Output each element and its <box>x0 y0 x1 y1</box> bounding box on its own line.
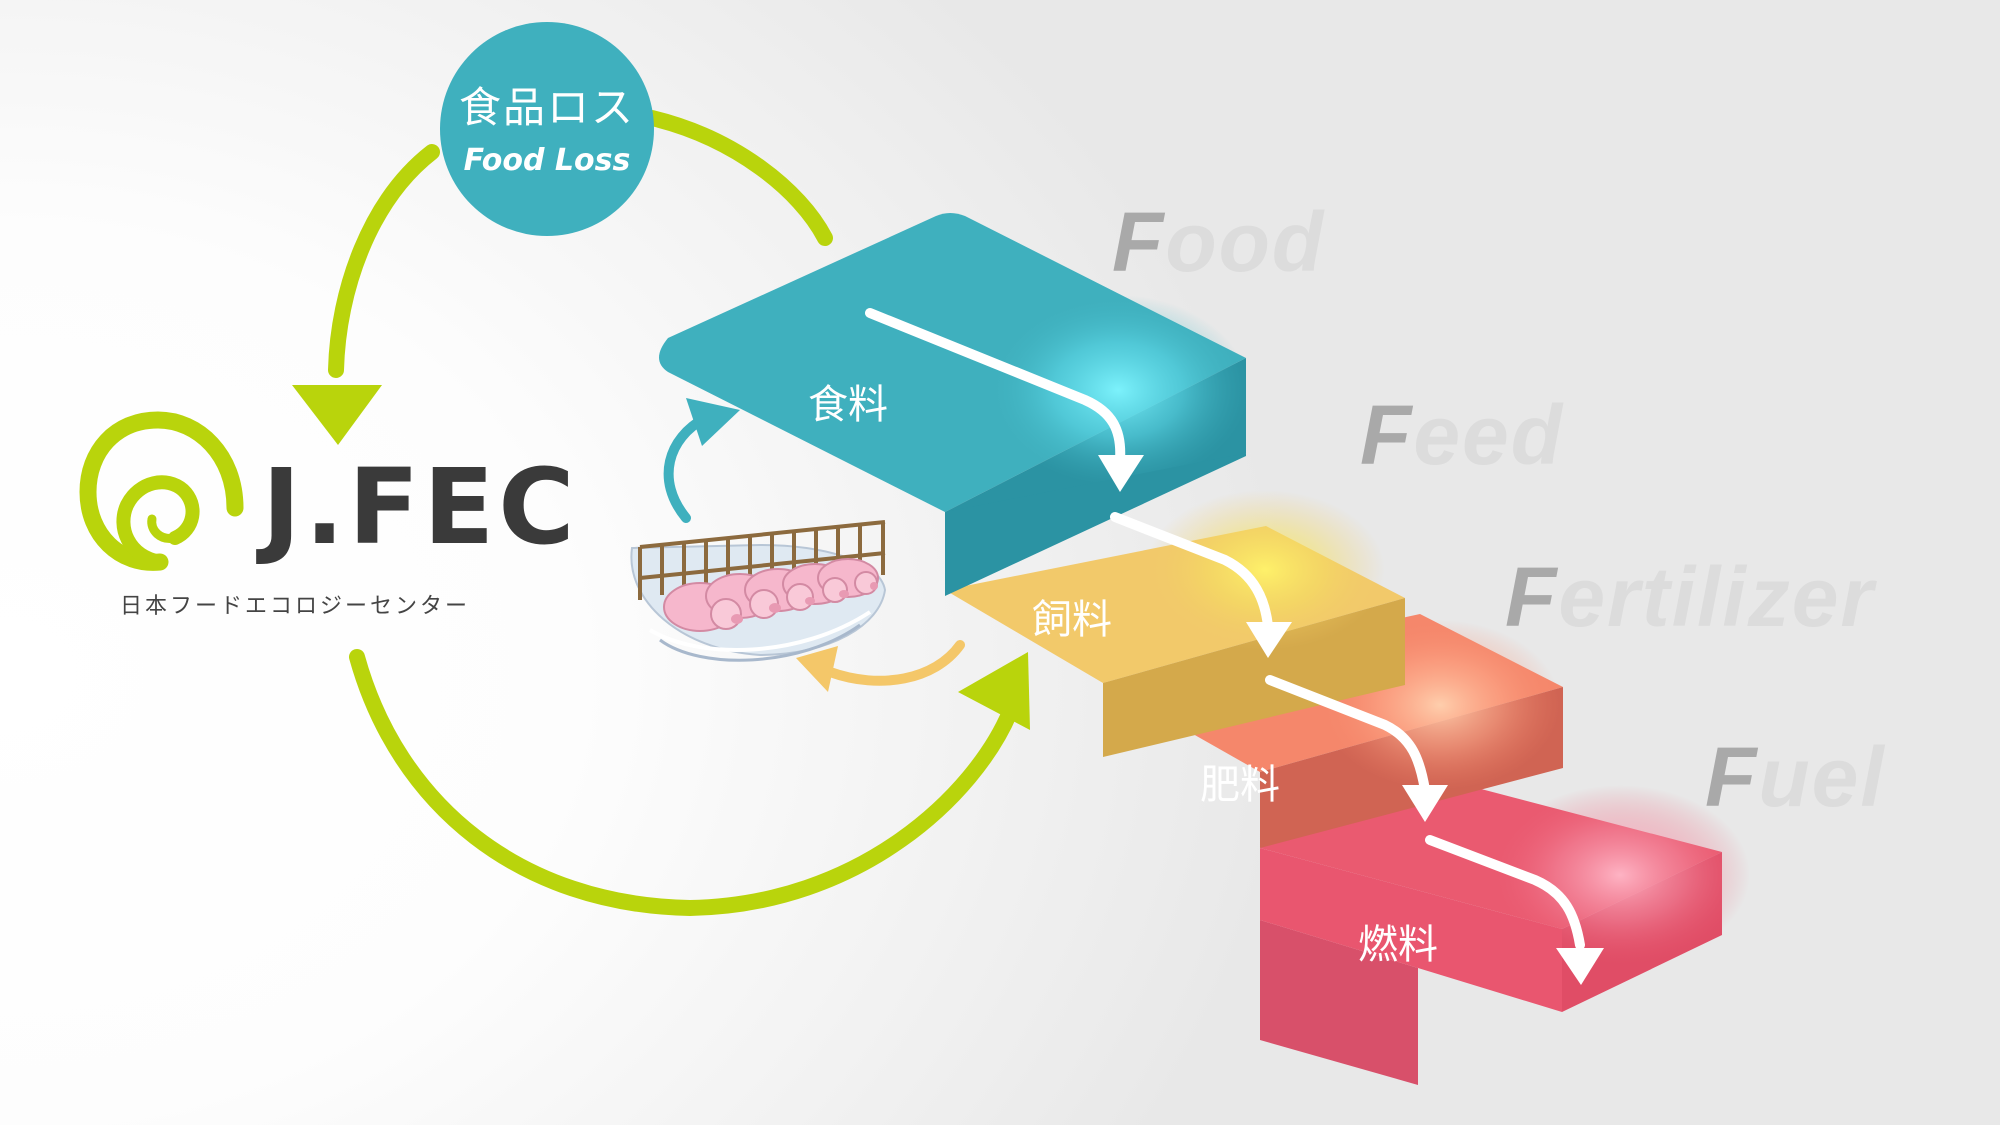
stair-front-fuel-lower <box>1260 920 1418 1085</box>
down-arrow-icon-1 <box>1098 455 1144 492</box>
fword-food: Food <box>1112 195 1326 289</box>
fword-feed: Feed <box>1360 388 1565 482</box>
down-arrow-icon-2 <box>1246 622 1292 658</box>
food-loss-label-en: Food Loss <box>463 143 631 178</box>
stair-step-feed <box>945 490 1405 757</box>
food-loss-label-jp: 食品ロス <box>458 83 635 132</box>
logo-name: J.FEC <box>262 446 579 568</box>
fword-fertilizer: Fertilizer <box>1505 550 1876 644</box>
pig-pen-illustration <box>630 520 887 662</box>
cycle-arrow-head-down-icon <box>292 385 382 445</box>
stair-label-fertilizer: 肥料 <box>1200 762 1280 808</box>
stair-food-underface <box>945 453 1246 596</box>
cycle-arrow-head-up-icon <box>958 652 1030 730</box>
logo-subtitle: 日本フードエコロジーセンター <box>120 594 471 619</box>
food-loss-bubble: 食品ロス Food Loss <box>440 22 654 236</box>
logo-swirl-icon <box>79 411 244 571</box>
stair-label-feed: 飼料 <box>1032 597 1112 643</box>
stair-front-fuel-upper <box>1260 848 1562 1012</box>
flow-arrows <box>865 308 1585 950</box>
stair-label-food: 食料 <box>808 382 888 428</box>
feed-to-food-arrow <box>663 398 740 523</box>
yellow-arrow-head-icon <box>796 646 838 692</box>
cycle-arrows <box>328 110 1018 917</box>
down-arrow-icon-3 <box>1402 785 1448 822</box>
cycle-arrow-bottom <box>349 649 1018 917</box>
cycle-arrow-top-right <box>644 110 833 246</box>
teal-arrow-head-icon <box>686 398 740 446</box>
stair-label-fuel: 燃料 <box>1358 922 1438 968</box>
fword-fuel: Fuel <box>1705 730 1886 824</box>
down-arrow-icon-4 <box>1556 948 1604 985</box>
cycle-arrow-top-left <box>328 144 440 378</box>
feed-to-pigs-arrow <box>796 640 965 692</box>
